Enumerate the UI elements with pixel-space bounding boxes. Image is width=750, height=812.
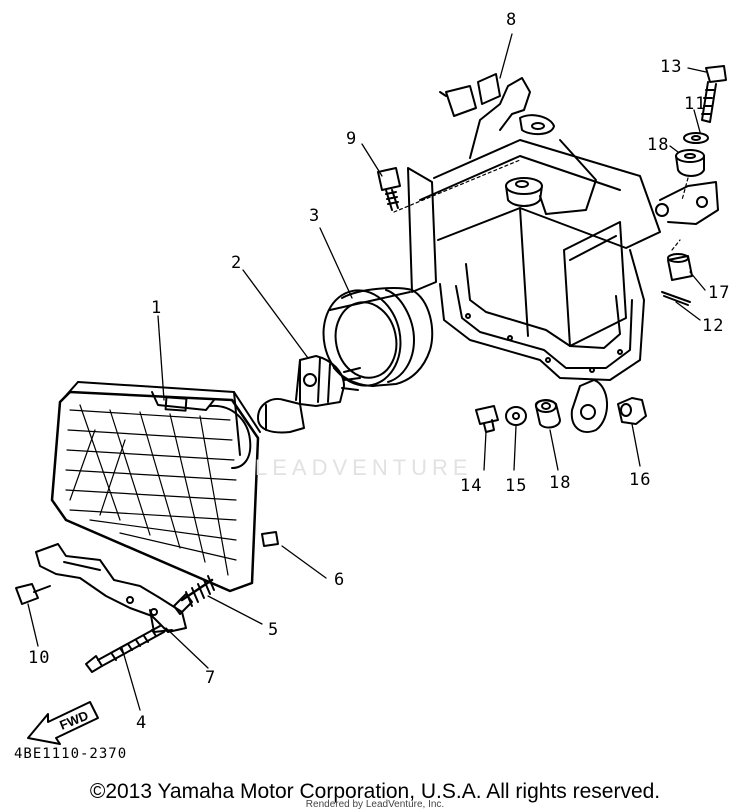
- callout-16: 16: [629, 470, 652, 490]
- watermark: LEADVENTURE: [255, 455, 473, 480]
- callout-10: 10: [28, 648, 51, 668]
- leader-lines: [27, 33, 707, 711]
- headlight-bulb: [257, 355, 361, 434]
- grommet-18-top: [675, 149, 705, 177]
- screw-10: [15, 583, 51, 605]
- adjuster-bracket-7: [35, 543, 187, 633]
- callout-9: 9: [346, 129, 358, 149]
- bolt-9: [377, 159, 521, 213]
- cotter-pin-12: [661, 291, 691, 306]
- copyright-notice: ©2013 Yamaha Motor Corporation, U.S.A. A…: [89, 780, 661, 803]
- washer-11: [683, 132, 709, 144]
- callout-11: 11: [684, 94, 707, 114]
- callout-17: 17: [708, 283, 731, 303]
- callout-18-bottom: 18: [549, 473, 572, 493]
- bolt-13: [701, 65, 727, 123]
- callout-8: 8: [506, 10, 518, 30]
- diagram-part-code: 4BE1110-2370: [14, 746, 128, 762]
- grommet-18-bottom: [534, 399, 561, 429]
- callout-3: 3: [309, 206, 321, 226]
- headlight-unit: [50, 381, 261, 593]
- callout-13: 13: [660, 57, 683, 77]
- callout-14: 14: [460, 476, 483, 496]
- nut-17: [667, 239, 693, 281]
- collar-16: [617, 397, 647, 425]
- screw-14: [475, 405, 499, 433]
- callout-12: 12: [702, 316, 725, 336]
- callout-4: 4: [136, 713, 148, 733]
- socket-cover: [322, 287, 434, 387]
- callout-7: 7: [205, 668, 217, 688]
- callout-5: 5: [268, 620, 280, 640]
- callout-18-top: 18: [647, 135, 670, 155]
- callout-1: 1: [151, 298, 163, 318]
- callout-15: 15: [505, 476, 528, 496]
- callout-6: 6: [334, 570, 346, 590]
- adjusting-screw-4: [85, 625, 165, 673]
- callout-2: 2: [231, 253, 243, 273]
- spring-5: [173, 575, 215, 615]
- washer-15: [505, 406, 527, 426]
- rendered-by-notice: Rendered by LeadVenture, Inc.: [305, 799, 445, 810]
- fwd-arrow-icon: FWD: [27, 701, 99, 745]
- clip-6: [261, 531, 279, 547]
- grommet: [505, 177, 543, 207]
- headlight-bracket: [407, 73, 719, 433]
